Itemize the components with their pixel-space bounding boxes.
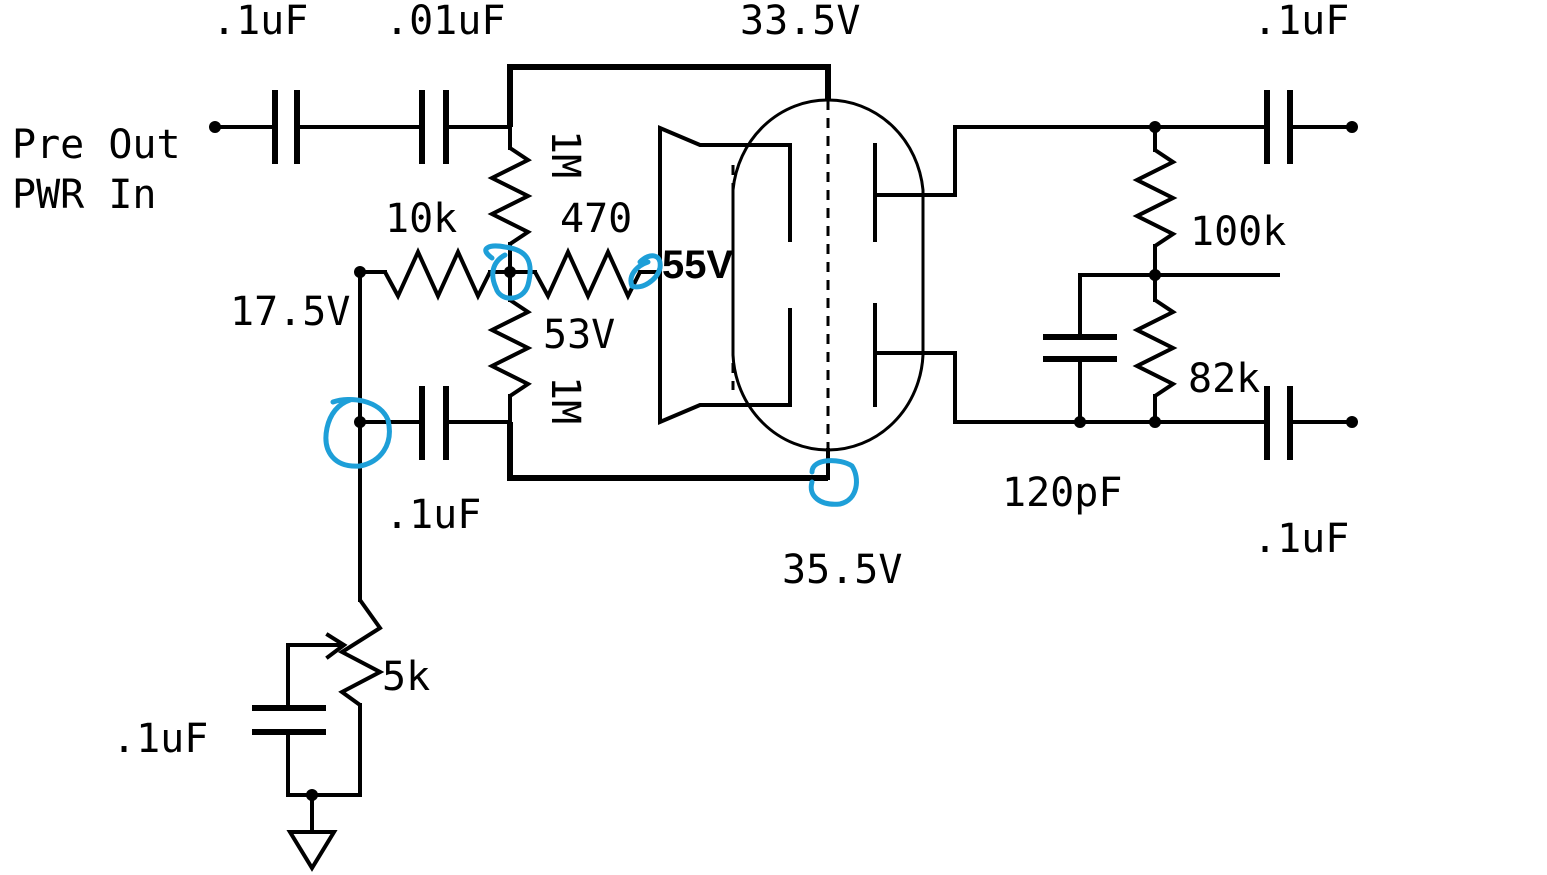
grid-bus-top [507,64,831,127]
vacuum-tube [658,98,957,480]
label-resistor-82k: 82k [1188,356,1260,402]
label-resistor-grid-bottom: 1M [542,376,588,424]
output-terminal-bottom [1346,416,1358,428]
label-voltage-17-5v: 17.5V [230,289,350,335]
output-network [953,90,1358,460]
grid-bus-bottom [507,422,828,481]
annotation-circle-bias-cap [323,397,392,469]
output-top-wire [953,125,1267,197]
label-voltage-top: 33.5V [740,0,860,44]
label-cap-120pf: 120pF [1002,470,1122,516]
capacitor-pot [252,643,326,797]
label-resistor-grid-top: 1M [542,130,588,178]
label-cap-bias: .1uF [385,492,481,538]
output-bottom-wire [953,351,1267,424]
potentiometer-5k [286,598,385,797]
output-terminal-top [1346,121,1358,133]
resistor-10k [358,247,512,301]
capacitor-input-2 [419,90,449,164]
capacitor-output-bottom [1264,386,1293,460]
label-voltage-35-5v: 35.5V [782,547,902,593]
label-resistor-100k: 100k [1190,209,1286,255]
labels: .1uF .01uF 33.5V .1uF Pre Out PWR In 1M … [12,0,1349,762]
ground-symbol [286,793,338,872]
resistor-82k [1132,273,1178,424]
label-pwr-in: PWR In [12,172,157,218]
label-pre-out: Pre Out [12,122,181,168]
label-voltage-55v: 55V [662,243,733,287]
capacitor-output-top [1264,90,1293,164]
label-resistor-470: 470 [560,196,632,242]
annotation-circle-55v [628,253,663,290]
label-pot-5k: 5k [382,654,430,700]
resistor-grid-bottom [487,270,533,424]
resistor-100k [1132,125,1178,277]
capacitor-input-1 [272,90,300,164]
annotation-circle-35v [808,458,859,507]
label-cap-input-1: .1uF [212,0,308,44]
label-cap-input-2: .01uF [385,0,505,44]
label-resistor-10k: 10k [385,196,457,242]
label-cap-output-bottom: .1uF [1253,516,1349,562]
capacitor-120pf [1043,273,1117,424]
input-coupling-network [209,90,512,164]
label-cap-output-top: .1uF [1253,0,1349,44]
grid-bus [507,64,831,481]
label-cap-pot: .1uF [112,716,208,762]
tube-cathode-outline [658,124,792,426]
annotation-marks [323,243,859,507]
label-voltage-53v: 53V [543,312,615,358]
annotation-circle-bias [483,243,533,301]
capacitor-bias [419,386,449,460]
